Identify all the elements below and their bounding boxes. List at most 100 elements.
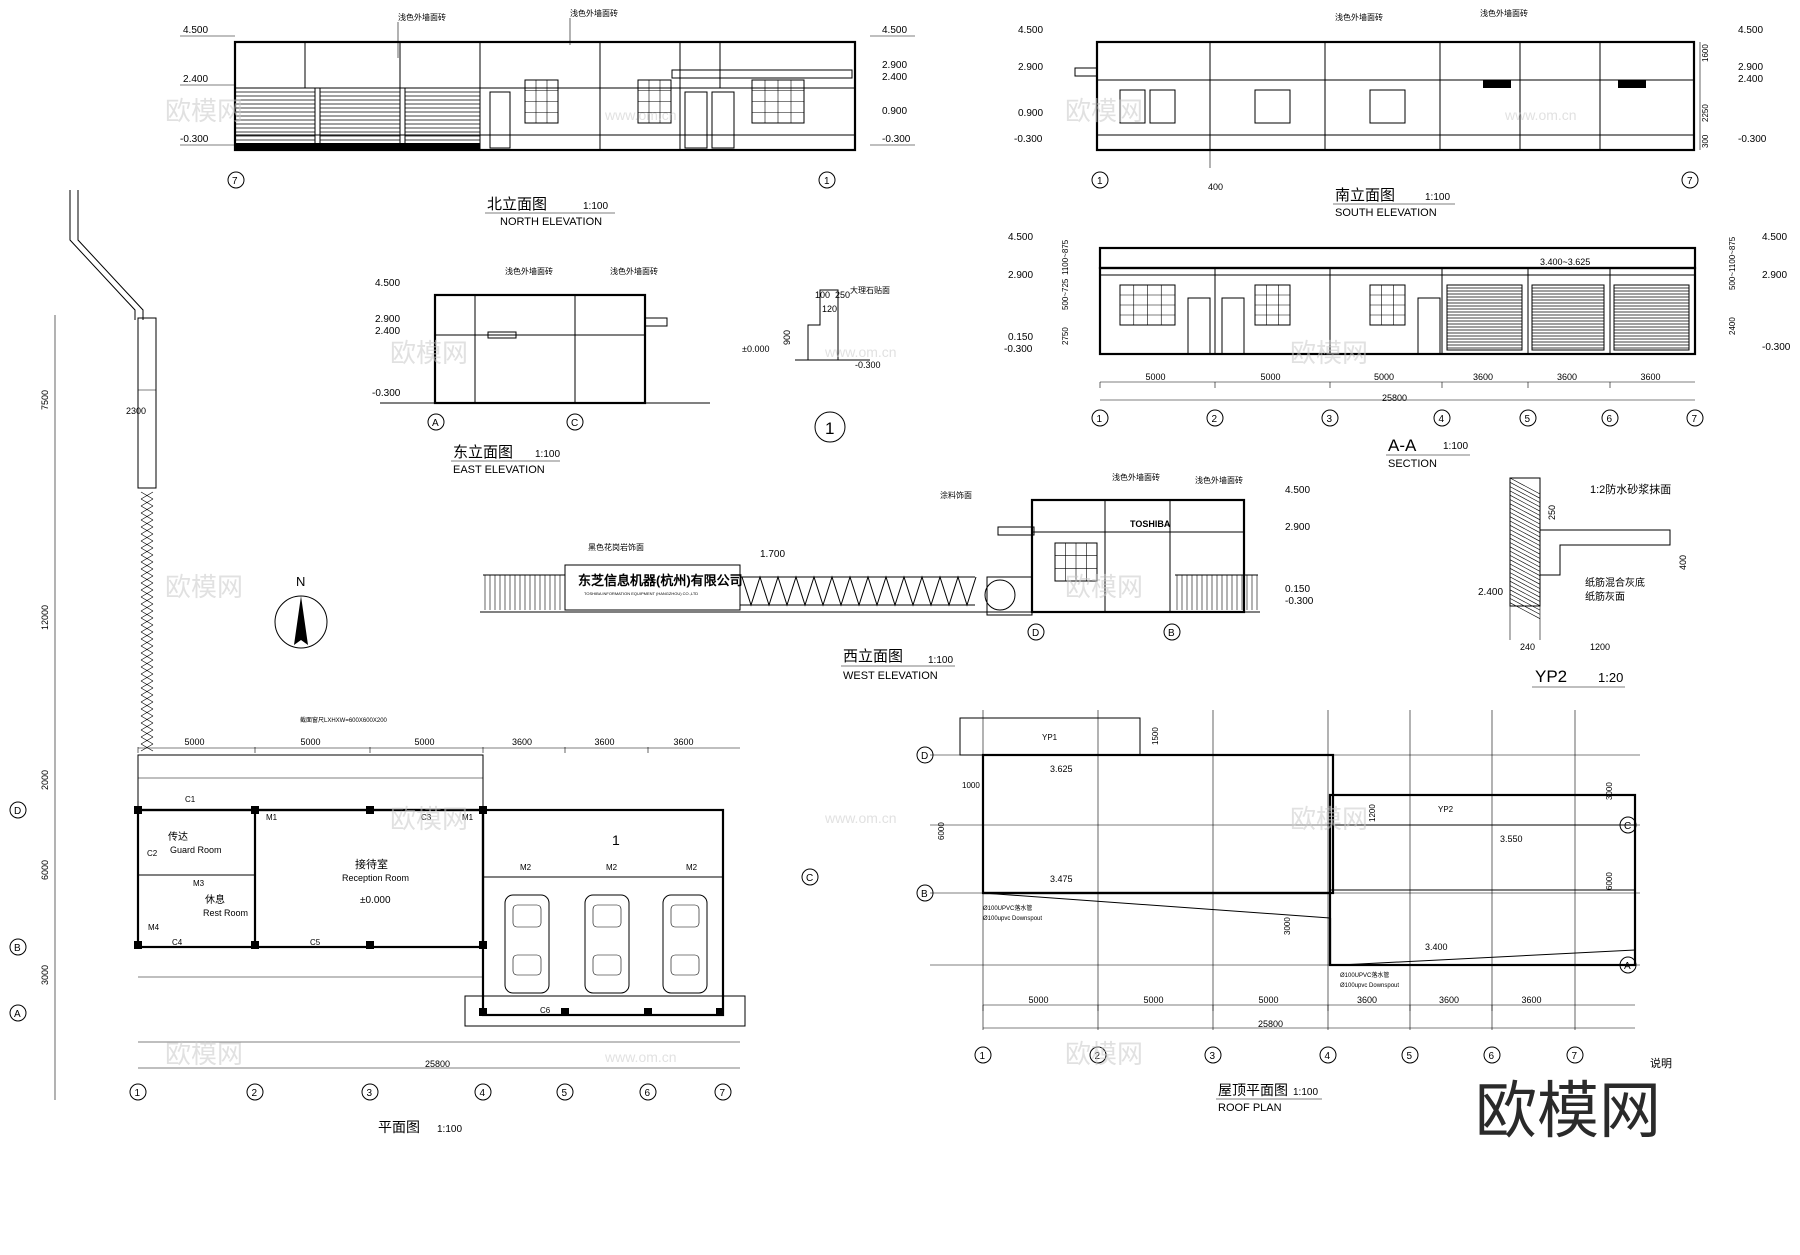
level-label: 0.900 — [882, 106, 907, 117]
axis-label: A — [14, 1009, 21, 1020]
floor-plan: 7500 12000 2000 6000 3000 2300 传达 Guard … — [9, 190, 819, 1135]
level-label: 4.500 — [1762, 232, 1787, 243]
material-note: 大理石贴面 — [850, 285, 890, 295]
level-label: 2.900 — [1762, 270, 1787, 281]
dim-label: 5000 — [1144, 995, 1164, 1005]
column — [251, 806, 259, 814]
axis-label: 7 — [1572, 1051, 1578, 1062]
axis-bubble — [1319, 1046, 1337, 1064]
downspout-note: Ø100upvc Downspout — [983, 916, 1042, 922]
axis-label: 3 — [367, 1088, 373, 1099]
dim-label: 3600 — [1641, 372, 1661, 382]
opening-tag: M1 — [462, 813, 474, 822]
car-symbol — [662, 894, 708, 994]
level-label: 1.700 — [760, 549, 785, 560]
axis-label: 3 — [1327, 414, 1333, 425]
dim-label: 3600 — [674, 737, 694, 747]
slope-label: 3.400~3.625 — [1540, 257, 1590, 267]
company-sign: 东芝信息机器(杭州)有限公司 — [578, 573, 743, 588]
axis-label: 2 — [1095, 1051, 1101, 1062]
drawing-title-en: ROOF PLAN — [1218, 1102, 1282, 1114]
level-label: 4.500 — [183, 25, 208, 36]
level-label: -0.300 — [372, 388, 401, 399]
downspout-note: Ø100upvc Downspout — [1340, 983, 1399, 989]
dim-label: 12000 — [40, 605, 50, 630]
column — [366, 806, 374, 814]
dim-label: 400 — [1208, 182, 1223, 192]
material-note: 1:2防水砂浆抹面 — [1590, 482, 1671, 496]
dim-label: 3600 — [1522, 995, 1542, 1005]
level-label: 4.500 — [882, 25, 907, 36]
axis-label: 4 — [480, 1088, 486, 1099]
watermark-text: 欧模网 — [390, 804, 468, 834]
total-dim: 25800 — [1382, 393, 1407, 403]
axis-bubble — [361, 1083, 379, 1101]
axis-bubble — [639, 1083, 657, 1101]
level-label: 3.625 — [1050, 764, 1073, 774]
level-label: 2.400 — [375, 326, 400, 337]
level-label: 2.900 — [1285, 522, 1310, 533]
column — [561, 1008, 569, 1016]
axis-bubble — [9, 801, 27, 819]
dim-label: 5000 — [1259, 995, 1279, 1005]
room-name-en: Guard Room — [170, 845, 222, 855]
level-label: 4.500 — [1285, 485, 1310, 496]
axis-bubble — [227, 171, 245, 189]
axis-label: C — [806, 873, 813, 884]
level-label: -0.300 — [1285, 596, 1314, 607]
drawing-title-en: SECTION — [1388, 458, 1437, 470]
drawing-title: 东立面图 — [453, 444, 513, 461]
level-label: 0.150 — [1285, 584, 1310, 595]
level-label: -0.300 — [855, 360, 881, 370]
material-note: 浅色外墙面砖 — [1112, 472, 1160, 482]
level-label: 2.900 — [882, 60, 907, 71]
opening-tag: M1 — [266, 813, 278, 822]
room-name-en: Reception Room — [342, 873, 409, 883]
detail-1: 100 250 120 900 大理石贴面 ±0.000 -0.300 1 — [742, 285, 890, 443]
dim-label: 1000 — [962, 781, 980, 790]
level-label: -0.300 — [882, 134, 911, 145]
axis-bubble — [1321, 409, 1339, 427]
room-name: 传达 — [168, 831, 188, 843]
dim-label: 5000 — [1374, 372, 1394, 382]
level-label: 2.900 — [1738, 62, 1763, 73]
dim-label: 3600 — [1557, 372, 1577, 382]
axis-label: 1 — [980, 1051, 986, 1062]
dim-label: 3600 — [595, 737, 615, 747]
level-label: ±0.000 — [742, 344, 769, 354]
dim-label: 100 — [815, 290, 830, 300]
drawing-scale: 1:100 — [1425, 192, 1450, 203]
dim-label: 250 — [1547, 505, 1557, 520]
material-note: 浅色外墙面砖 — [1480, 8, 1528, 18]
axis-bubble — [1163, 623, 1181, 641]
column — [134, 806, 142, 814]
watermark-text: 欧模网 — [1290, 338, 1368, 368]
dim-label: 5000 — [301, 737, 321, 747]
axis-label: B — [921, 889, 928, 900]
level-label: 2.400 — [1738, 74, 1763, 85]
axis-label: 4 — [1325, 1051, 1331, 1062]
axis-bubble — [1681, 171, 1699, 189]
level-label: 3.550 — [1500, 834, 1523, 844]
drawing-title: 西立面图 — [843, 648, 903, 665]
axis-bubble — [1204, 1046, 1222, 1064]
section-aa: 3.400~3.625 4.500 2.900 0.150 -0.300 -0.… — [1004, 232, 1791, 470]
north-levels: 4.500 2.400 -0.300 4.500 2.900 2.400 0.9… — [180, 25, 915, 146]
axis-label: 7 — [232, 176, 238, 187]
material-note: 浅色外墙面砖 — [610, 266, 658, 276]
level-label: -0.300 — [1762, 342, 1791, 353]
axis-label: 6 — [1607, 414, 1613, 425]
watermark-text: 欧模网 — [1065, 96, 1143, 126]
level-label: -0.300 — [1014, 134, 1043, 145]
opening-tag: M3 — [193, 879, 205, 888]
west-elevation: TOSHIBA 东芝信息机器(杭州)有限公司 TOSHIBA INFORMATI… — [480, 472, 1314, 682]
north-label: N — [296, 574, 305, 589]
south-elevation: 4.500 2.900 0.900 -0.300 4.500 2.900 2.4… — [1014, 8, 1767, 219]
watermark-url: www.om.cn — [824, 810, 897, 826]
axis-label: 1 — [1097, 414, 1103, 425]
level-label: 2.400 — [882, 72, 907, 83]
opening-tag: M2 — [686, 863, 698, 872]
level-label: -0.300 — [1004, 344, 1033, 355]
axis-bubble — [1619, 816, 1637, 834]
level-label: 2.900 — [1008, 270, 1033, 281]
